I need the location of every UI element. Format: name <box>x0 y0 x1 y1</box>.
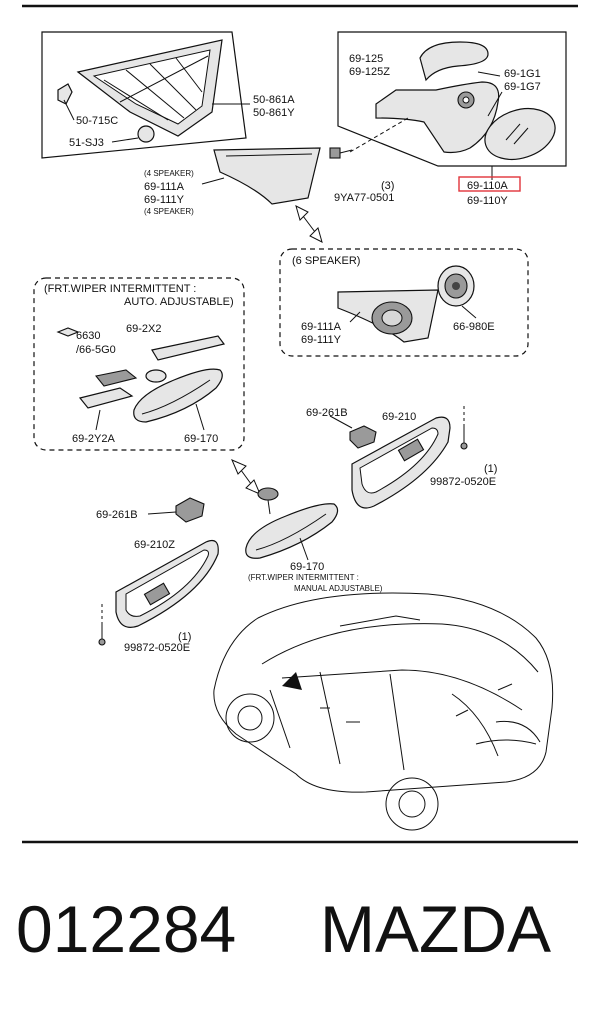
label-69-170-auto[interactable]: 69-170 <box>184 433 218 445</box>
footer-brand: MAZDA <box>320 892 551 966</box>
clip-69-261b-left[interactable] <box>175 497 205 523</box>
label-50-861a[interactable]: 50-861A <box>253 94 295 106</box>
label-69-261b-left[interactable]: 69-261B <box>96 509 138 521</box>
label-69-1g1[interactable]: 69-1G1 <box>504 68 541 80</box>
label-6630[interactable]: 6630 <box>76 330 100 342</box>
screw-99872-left[interactable] <box>98 604 106 646</box>
label-4-speaker-b: (4 SPEAKER) <box>144 207 194 216</box>
swap-arrow-mid <box>231 459 261 495</box>
label-51-sj3[interactable]: 51-SJ3 <box>69 137 104 149</box>
label-manual-line1: (FRT.WIPER INTERMITTENT : <box>248 573 359 582</box>
clip-69-261b-right[interactable] <box>349 425 377 449</box>
label-69-110y[interactable]: 69-110Y <box>467 195 508 207</box>
speaker-66-980e[interactable] <box>437 265 475 307</box>
label-qty-3: (3) <box>381 180 394 192</box>
label-9ya77-0501[interactable]: 9YA77-0501 <box>334 192 394 204</box>
door-mirror-box <box>337 31 567 167</box>
label-69-111y-mid[interactable]: 69-111Y <box>301 334 342 346</box>
label-69-1g7[interactable]: 69-1G7 <box>504 81 541 93</box>
screw-99872-right[interactable] <box>460 406 468 450</box>
rearview-mirror-auto[interactable] <box>133 368 223 423</box>
label-99872-left[interactable]: 99872-0520E <box>124 642 190 654</box>
vehicle-illustration <box>213 592 554 831</box>
label-69-170-manual[interactable]: 69-170 <box>290 561 324 573</box>
cover-69-2x2[interactable] <box>151 335 226 361</box>
door-mirror-group <box>329 31 567 180</box>
label-4-speaker-a: (4 SPEAKER) <box>144 169 194 178</box>
label-69-210z[interactable]: 69-210Z <box>134 539 175 551</box>
garnish-4-speaker[interactable] <box>213 147 321 205</box>
label-69-111y-top[interactable]: 69-111Y <box>144 194 185 206</box>
label-auto-line1: (FRT.WIPER INTERMITTENT : <box>44 283 196 295</box>
label-99872-right[interactable]: 99872-0520E <box>430 476 496 488</box>
connector-6630[interactable] <box>56 327 80 337</box>
footer-part-code: 012284 <box>16 892 236 966</box>
rearview-mirror-manual[interactable] <box>245 487 339 559</box>
mirror-housing[interactable] <box>375 81 500 154</box>
label-50-715c[interactable]: 50-715C <box>76 115 118 127</box>
label-50-861y[interactable]: 50-861Y <box>253 107 295 119</box>
label-69-111a-mid[interactable]: 69-111A <box>301 321 342 333</box>
label-qty-1-right: (1) <box>484 463 497 475</box>
sun-visor-69-210z[interactable] <box>115 539 219 628</box>
label-manual-line2: MANUAL ADJUSTABLE) <box>294 584 383 593</box>
label-69-210[interactable]: 69-210 <box>382 411 416 423</box>
label-69-125[interactable]: 69-125 <box>349 53 383 65</box>
swap-arrow-top <box>295 205 323 243</box>
quarter-window-group <box>41 31 250 159</box>
label-66-5g0[interactable]: /66-5G0 <box>76 344 116 356</box>
quarter-window-box <box>41 31 247 159</box>
auto-mirror-box <box>33 277 245 451</box>
label-69-2y2a[interactable]: 69-2Y2A <box>72 433 115 445</box>
mirror-glass-69-1g1[interactable] <box>478 100 561 168</box>
label-69-125z[interactable]: 69-125Z <box>349 66 390 78</box>
mirror-cover-69-125[interactable] <box>419 41 489 82</box>
sun-visor-69-210[interactable] <box>351 416 451 509</box>
quarter-window-glass[interactable] <box>76 39 223 137</box>
clip-51-sj3[interactable] <box>111 125 155 143</box>
highlight-box-69-110a <box>458 176 521 192</box>
label-66-980e[interactable]: 66-980E <box>453 321 495 333</box>
label-qty-1-left: (1) <box>178 631 191 643</box>
label-69-111a-top[interactable]: 69-111A <box>144 181 185 193</box>
label-6-speaker: (6 SPEAKER) <box>292 255 360 267</box>
label-auto-line2: AUTO. ADJUSTABLE) <box>124 296 234 308</box>
label-69-110a[interactable]: 69-110A <box>467 180 508 192</box>
mount-auto[interactable] <box>95 369 167 387</box>
label-69-261b-right[interactable]: 69-261B <box>306 407 348 419</box>
clip-50-715c[interactable] <box>57 83 75 121</box>
cover-69-2y2a[interactable] <box>78 387 134 409</box>
garnish-6-speaker[interactable] <box>337 289 439 343</box>
bolt-9ya77-0501[interactable] <box>329 147 353 159</box>
label-69-2x2[interactable]: 69-2X2 <box>126 323 161 335</box>
six-speaker-box <box>279 248 529 357</box>
